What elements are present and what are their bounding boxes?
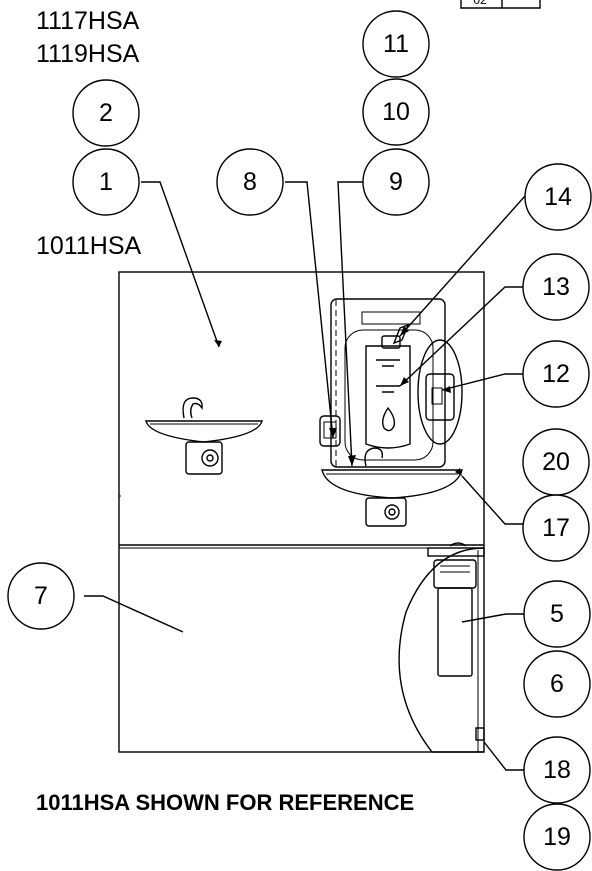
svg-text:7: 7	[34, 582, 48, 610]
callout-8: 8	[216, 148, 284, 216]
bottle-filler	[319, 298, 463, 468]
callout-13: 13	[522, 253, 590, 321]
svg-text:9: 9	[389, 168, 403, 196]
svg-text:11: 11	[383, 30, 409, 58]
callout-19: 19	[523, 803, 591, 871]
svg-text:6: 6	[550, 670, 564, 698]
svg-text:20: 20	[542, 448, 570, 476]
callout-10: 10	[362, 78, 430, 146]
callout-18: 18	[523, 736, 591, 804]
reference-caption: 1011HSA SHOWN FOR REFERENCE	[36, 790, 414, 815]
svg-text:1: 1	[99, 168, 113, 196]
svg-text:13: 13	[542, 273, 570, 301]
title-block-fragment: 02	[460, 0, 541, 9]
callout-2: 2	[72, 79, 140, 147]
model-label-1117: 1117HSA	[36, 7, 140, 35]
leader-lines	[84, 181, 526, 771]
svg-text:2: 2	[99, 99, 113, 127]
svg-text:5: 5	[550, 600, 564, 628]
callout-14: 14	[524, 163, 592, 231]
model-label-1119: 1119HSA	[36, 40, 140, 68]
svg-text:17: 17	[542, 514, 570, 542]
svg-text:19: 19	[543, 823, 571, 851]
model-label-1011: 1011HSA	[36, 232, 141, 260]
callout-1: 1	[72, 148, 140, 216]
filter-assembly	[398, 542, 485, 753]
callout-5: 5	[523, 580, 591, 648]
callout-6: 6	[523, 650, 591, 718]
svg-text:10: 10	[382, 98, 410, 126]
svg-text:8: 8	[243, 168, 257, 196]
callout-9: 9	[362, 148, 430, 216]
svg-text:14: 14	[544, 183, 572, 211]
svg-text:18: 18	[543, 756, 571, 784]
callout-12: 12	[522, 340, 590, 408]
callout-20: 20	[522, 428, 590, 496]
corner-value: 02	[473, 0, 487, 7]
cabinet-outline	[118, 271, 485, 753]
right-fountain-bowl	[321, 447, 463, 527]
callout-7: 7	[7, 562, 75, 630]
callout-17: 17	[522, 494, 590, 562]
left-fountain-bowl	[145, 397, 263, 475]
cabinet	[118, 271, 485, 753]
svg-text:12: 12	[542, 360, 570, 388]
callout-11: 11	[362, 10, 430, 78]
arrowheads	[214, 326, 462, 476]
